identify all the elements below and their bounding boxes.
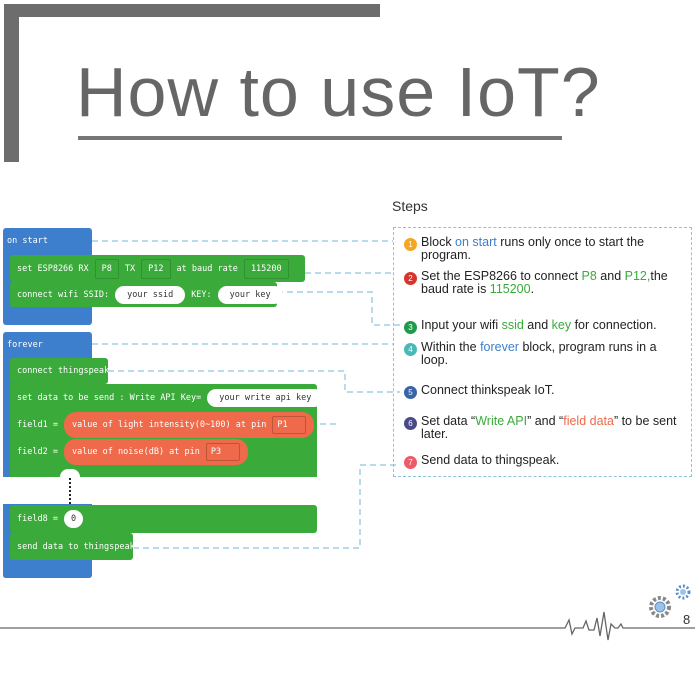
step-text-part: Within the bbox=[421, 340, 481, 354]
on-start-label: on start bbox=[7, 236, 48, 246]
step-text: Set data “Write API” and “field data” to… bbox=[421, 415, 684, 441]
frame-top-bar bbox=[4, 4, 380, 17]
heartbeat-line-icon bbox=[0, 611, 695, 641]
step-number-badge: 2 bbox=[404, 272, 417, 285]
step-number-badge: 5 bbox=[404, 386, 417, 399]
step-item: 7 Send data to thingspeak. bbox=[404, 454, 684, 469]
step-number-badge: 4 bbox=[404, 343, 417, 356]
step-text-part: key bbox=[551, 318, 572, 332]
step-text-part: block, program runs in a loop. bbox=[421, 340, 657, 367]
step-text: Set the ESP8266 to connect P8 and P12,th… bbox=[421, 270, 684, 296]
rx-pin-slot[interactable]: P8 bbox=[94, 258, 119, 279]
field8-input[interactable]: 0 bbox=[63, 510, 84, 528]
key-input[interactable]: your key bbox=[217, 285, 283, 304]
step-text-part: Write API bbox=[475, 414, 528, 428]
field2-label: field2 = bbox=[17, 446, 58, 457]
ssid-input[interactable]: your ssid bbox=[115, 285, 186, 304]
step-number-badge: 1 bbox=[404, 238, 417, 251]
footer-decoration bbox=[0, 584, 695, 641]
step-item: 6 Set data “Write API” and “field data” t… bbox=[404, 415, 684, 441]
baud-label: at baud rate bbox=[176, 263, 238, 274]
step-text: Send data to thingspeak. bbox=[421, 454, 559, 469]
step-text-part: . bbox=[530, 282, 535, 296]
step-number-badge: 7 bbox=[404, 456, 417, 469]
ellipsis-dots bbox=[69, 478, 71, 504]
step-text: Block on start runs only once to start t… bbox=[421, 236, 684, 262]
cut-gap bbox=[0, 477, 330, 504]
step-text-part: the baud rate is bbox=[421, 269, 668, 296]
tx-pin-slot[interactable]: P12 bbox=[141, 258, 171, 279]
step-item: 2 Set the ESP8266 to connect P8 and P12,t… bbox=[404, 270, 684, 296]
connect-wifi-block[interactable]: connect wifi SSID: your ssid KEY: your k… bbox=[10, 282, 283, 307]
step-text-part: and bbox=[596, 269, 625, 283]
step-text-part: P8 bbox=[581, 269, 597, 283]
noise-block[interactable]: value of noise(dB) at pin P3 bbox=[63, 438, 248, 465]
connect-thingspeak-block[interactable]: connect thingspeak bbox=[10, 358, 110, 384]
step-item: 3 Input your wifi ssid and key for connec… bbox=[404, 319, 684, 334]
field2-pin-slot[interactable]: P3 bbox=[205, 442, 240, 461]
step-text: Connect thinkspeak IoT. bbox=[421, 384, 554, 399]
connect-thingspeak-label: connect thingspeak bbox=[17, 366, 110, 376]
step-text-part: Input your wifi bbox=[421, 318, 502, 332]
gears-icon bbox=[649, 584, 691, 618]
step-text-part: on start bbox=[455, 235, 497, 249]
step-item: 4 Within the forever block, program runs … bbox=[404, 341, 684, 367]
field8-block[interactable]: field8 = 0 bbox=[10, 505, 317, 533]
step-text-part: Send data to thingspeak. bbox=[421, 453, 560, 467]
field3-value-stub bbox=[60, 469, 80, 477]
field1-label: field1 = bbox=[17, 419, 58, 430]
step-text-part: ” to be sent later. bbox=[421, 414, 677, 441]
step-text-part: Block bbox=[421, 235, 456, 249]
step-number-badge: 3 bbox=[404, 321, 417, 334]
field1-pin-slot[interactable]: P1 bbox=[272, 415, 307, 434]
light-intensity-block[interactable]: value of light intensity(0~100) at pin P1 bbox=[63, 411, 315, 438]
step-text-part: for connection. bbox=[571, 318, 657, 332]
set-esp-label: set ESP8266 RX bbox=[17, 263, 89, 274]
step-text-part: Connect thinkspeak IoT. bbox=[421, 383, 555, 397]
title-underline bbox=[78, 136, 562, 140]
set-esp-block[interactable]: set ESP8266 RX P8 TX P12 at baud rate 11… bbox=[10, 255, 305, 282]
step-text-part: Set data “ bbox=[421, 414, 476, 428]
forever-block-footer bbox=[3, 560, 92, 578]
send-data-block[interactable]: send data to thingspeak bbox=[10, 533, 135, 560]
step-text-part: ssid bbox=[501, 318, 524, 332]
write-api-key-input[interactable]: your write api key bbox=[207, 388, 324, 407]
step-text-part: field data bbox=[563, 414, 614, 428]
page-title: How to use IoT? bbox=[76, 53, 601, 131]
field8-label: field8 = bbox=[17, 514, 58, 524]
step-text: Input your wifi ssid and key for connect… bbox=[421, 319, 657, 334]
send-data-label: send data to thingspeak bbox=[17, 541, 135, 552]
forever-label: forever bbox=[7, 340, 43, 350]
set-data-label: set data to be send : Write API Key= bbox=[17, 392, 202, 403]
step-text-part: and bbox=[523, 318, 552, 332]
step-text-part: Set the ESP8266 to connect bbox=[421, 269, 582, 283]
step-text-part: P12, bbox=[624, 269, 651, 283]
page-number: 8 bbox=[683, 612, 691, 627]
steps-title: Steps bbox=[392, 198, 428, 214]
step-text-part: forever bbox=[480, 340, 519, 354]
tx-label: TX bbox=[124, 263, 136, 274]
baud-slot[interactable]: 115200 bbox=[243, 258, 289, 279]
light-intensity-label: value of light intensity(0~100) at pin bbox=[71, 419, 267, 430]
step-text-part: ” and “ bbox=[527, 414, 564, 428]
wifi-label: connect wifi SSID: bbox=[17, 289, 110, 300]
step-text-part: 115200 bbox=[489, 282, 531, 296]
step-item: 5 Connect thinkspeak IoT. bbox=[404, 384, 684, 399]
step-item: 1 Block on start runs only once to start … bbox=[404, 236, 684, 262]
step-text-part: runs only once to start the program. bbox=[421, 235, 645, 262]
step-number-badge: 6 bbox=[404, 417, 417, 430]
frame-left-bar bbox=[4, 4, 19, 162]
key-label: KEY: bbox=[191, 289, 212, 300]
set-data-block[interactable]: set data to be send : Write API Key= you… bbox=[10, 384, 324, 477]
step-text: Within the forever block, program runs i… bbox=[421, 341, 684, 367]
steps-box: 1 Block on start runs only once to start … bbox=[393, 227, 692, 477]
noise-label: value of noise(dB) at pin bbox=[71, 446, 200, 457]
